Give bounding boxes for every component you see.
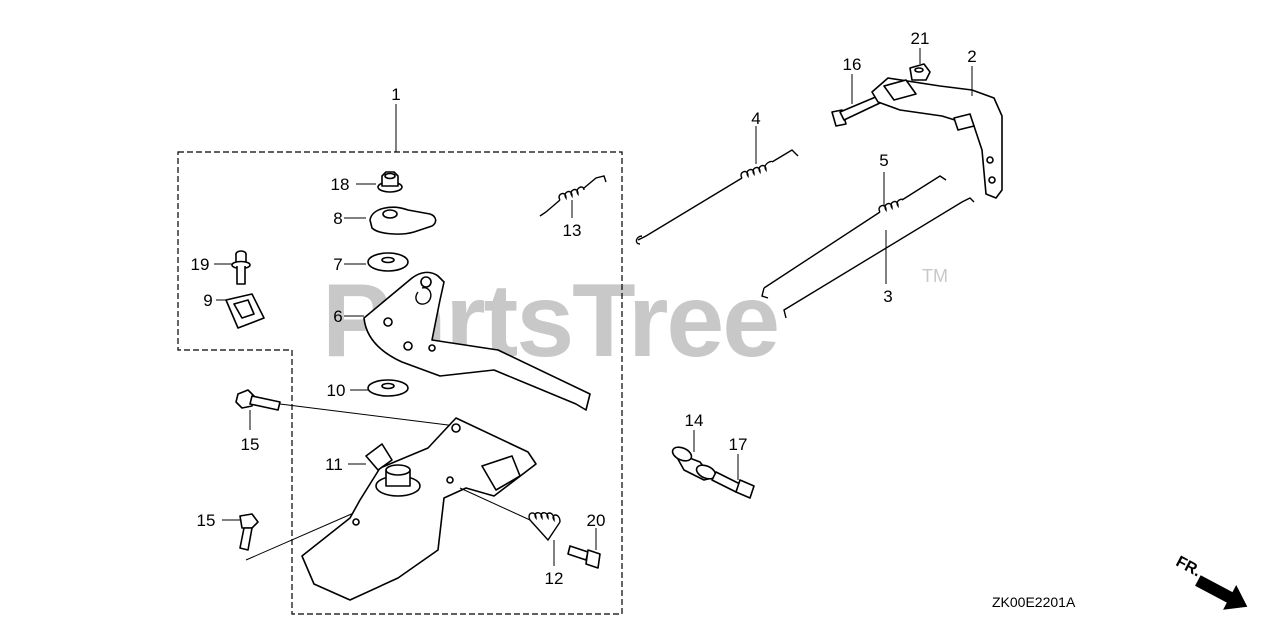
front-direction-arrow-icon (1195, 575, 1248, 610)
callout-9: 9 (203, 291, 212, 310)
callout-4: 4 (751, 109, 760, 128)
callout-13: 13 (563, 221, 582, 240)
callout-1: 1 (391, 85, 400, 104)
callout-17: 17 (729, 435, 748, 454)
direction-label: FR. (1173, 553, 1204, 580)
part-12-spring (459, 487, 561, 542)
callout-16: 16 (843, 55, 862, 74)
callout-6: 6 (333, 307, 342, 326)
part-7-washer (367, 252, 409, 272)
callout-3: 3 (883, 287, 892, 306)
callout-19: 19 (191, 255, 210, 274)
callout-7: 7 (333, 255, 342, 274)
part-5-rod-spring (761, 175, 947, 299)
part-13-spring (539, 175, 607, 217)
diagram-code: ZK00E2201A (992, 594, 1076, 610)
part-4-rod-spring (635, 149, 799, 245)
part-21-nut (909, 63, 931, 81)
part-15-bolt-lower (239, 513, 259, 551)
callout-21: 21 (911, 29, 930, 48)
part-2-bracket-arm (871, 77, 1003, 199)
part-11-governor-base (301, 417, 537, 601)
part-17-bolt (711, 471, 755, 499)
callout-18: 18 (331, 175, 350, 194)
callout-11: 11 (325, 455, 343, 474)
callout-15-upper: 15 (241, 435, 260, 454)
callout-5: 5 (879, 151, 888, 170)
callout-2: 2 (967, 47, 976, 66)
watermark-trademark: TM (922, 266, 948, 286)
part-6-control-lever (363, 271, 591, 411)
callout-8: 8 (333, 209, 342, 228)
callout-14: 14 (685, 411, 704, 430)
callout-10: 10 (327, 381, 346, 400)
part-10-washer (367, 379, 409, 397)
assembly-boundary (177, 151, 623, 615)
part-8-cam-plate (369, 206, 437, 235)
callout-12: 12 (545, 569, 564, 588)
callout-20: 20 (587, 511, 606, 530)
part-9-clip (225, 293, 265, 329)
part-16-bolt (831, 95, 883, 127)
part-14-collar (671, 446, 717, 481)
part-19-bolt (231, 250, 251, 285)
callout-15-lower: 15 (197, 511, 216, 530)
part-20-bolt (567, 545, 601, 569)
part-3-rod (783, 197, 975, 319)
part-18-flange-nut (377, 171, 403, 193)
part-15-bolt-upper (235, 389, 281, 411)
